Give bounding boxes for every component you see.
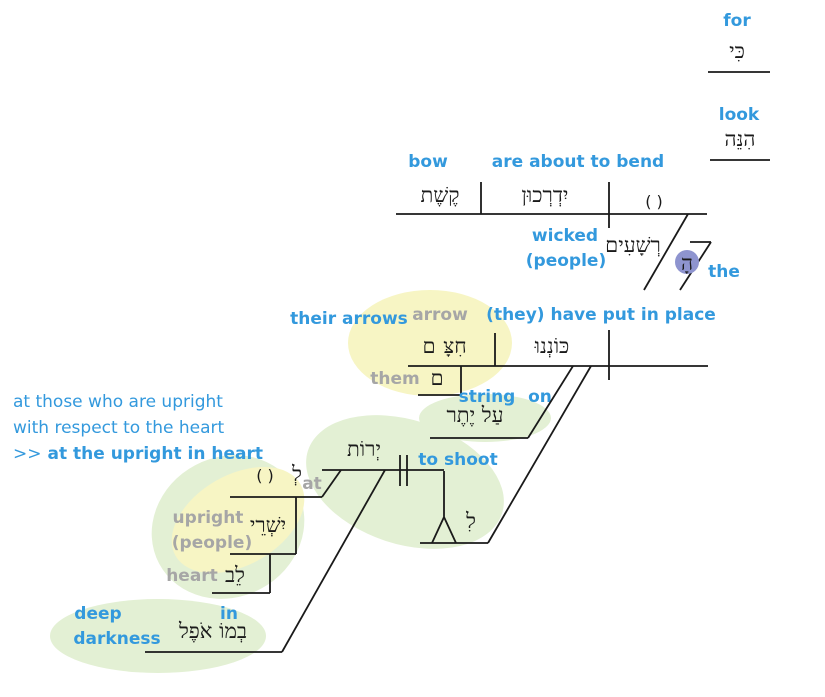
note-line-1: at those who are upright — [13, 392, 223, 412]
in-gloss: in — [220, 604, 238, 624]
clause2-suffix-label: them — [370, 369, 419, 389]
clause2-object-gloss: their arrows — [290, 309, 408, 329]
darkness-hebrew: בְמוֹ אֹפֶל — [178, 619, 247, 643]
clause2-suffix-hebrew: ם — [422, 334, 435, 358]
clause1-verb-gloss: are about to bend — [492, 152, 664, 172]
clause2-noun-hebrew: חִצָּ — [443, 334, 466, 358]
upright-gloss-1: upright — [173, 508, 244, 528]
clause1-subject-gloss-1: wicked — [532, 226, 598, 246]
note-line-3-prefix: >> — [13, 444, 42, 464]
infinitive-hebrew: יְרוֹת — [347, 437, 381, 461]
note-line-3: >> at the upright in heart — [13, 444, 263, 464]
clause2-verb-hebrew: כּוֹנְנוּ — [534, 334, 570, 358]
string-gloss: string — [459, 387, 516, 407]
clause2-noun-gloss: arrow — [412, 305, 468, 325]
clause1-subject-hebrew: רְשָׁעִים — [605, 233, 661, 257]
at-hebrew: לְ — [291, 462, 302, 486]
clause1-subject-gloss-2: (people) — [526, 251, 606, 271]
highlight-arrows — [348, 290, 512, 396]
upright-hebrew: יִשְׁרֵי — [250, 513, 286, 537]
string-pp-hebrew: עַל יֶתֶר — [446, 403, 503, 427]
pp-slant — [527, 365, 574, 439]
upright-gloss-2: (people) — [172, 533, 252, 553]
highlight-string — [419, 394, 551, 442]
infinitive-gloss: to shoot — [418, 450, 497, 470]
conjunction-hebrew: כִּי — [729, 39, 745, 63]
heart-gloss: heart — [166, 566, 218, 586]
article-hebrew: הָ — [681, 251, 693, 275]
article-circle — [675, 250, 699, 274]
darkness-gloss-1: deep — [74, 604, 121, 624]
interjection-hebrew: הִנֵּה — [725, 127, 756, 151]
clause1-subject-slant — [643, 213, 689, 291]
clause1-verb-hebrew: יִדְרְכוּן — [522, 183, 569, 207]
at-label: at — [302, 474, 322, 494]
clause1-object-gloss: bow — [408, 152, 448, 172]
conjunction-gloss: for — [723, 11, 751, 31]
on-gloss: on — [528, 387, 552, 407]
heart-hebrew: לֵב — [225, 563, 245, 587]
interjection-gloss: look — [719, 105, 760, 125]
infinitive-prep-hebrew: לִ — [465, 509, 476, 533]
infinitive-slant-outer — [487, 365, 592, 544]
infinitive-pedestal — [431, 471, 457, 544]
at-placeholder: ( ) — [256, 466, 274, 485]
at-slant — [321, 469, 342, 498]
darkness-slant — [281, 469, 386, 653]
clause2-suffix-hebrew-2: ם — [430, 366, 443, 390]
clause1-object-hebrew: קֶשֶׁת — [421, 183, 460, 207]
clause2-verb-gloss: (they) have put in place — [486, 305, 716, 325]
highlight-upright-inner — [171, 466, 305, 574]
highlight-infinitive — [306, 415, 504, 549]
note-line-2: with respect to the heart — [13, 418, 224, 438]
highlight-darkness — [50, 599, 266, 673]
note-line-3-bold: at the upright in heart — [48, 444, 263, 464]
article-gloss: the — [708, 262, 740, 282]
clause1-placeholder: ( ) — [645, 192, 663, 211]
darkness-gloss-2: darkness — [73, 629, 160, 649]
